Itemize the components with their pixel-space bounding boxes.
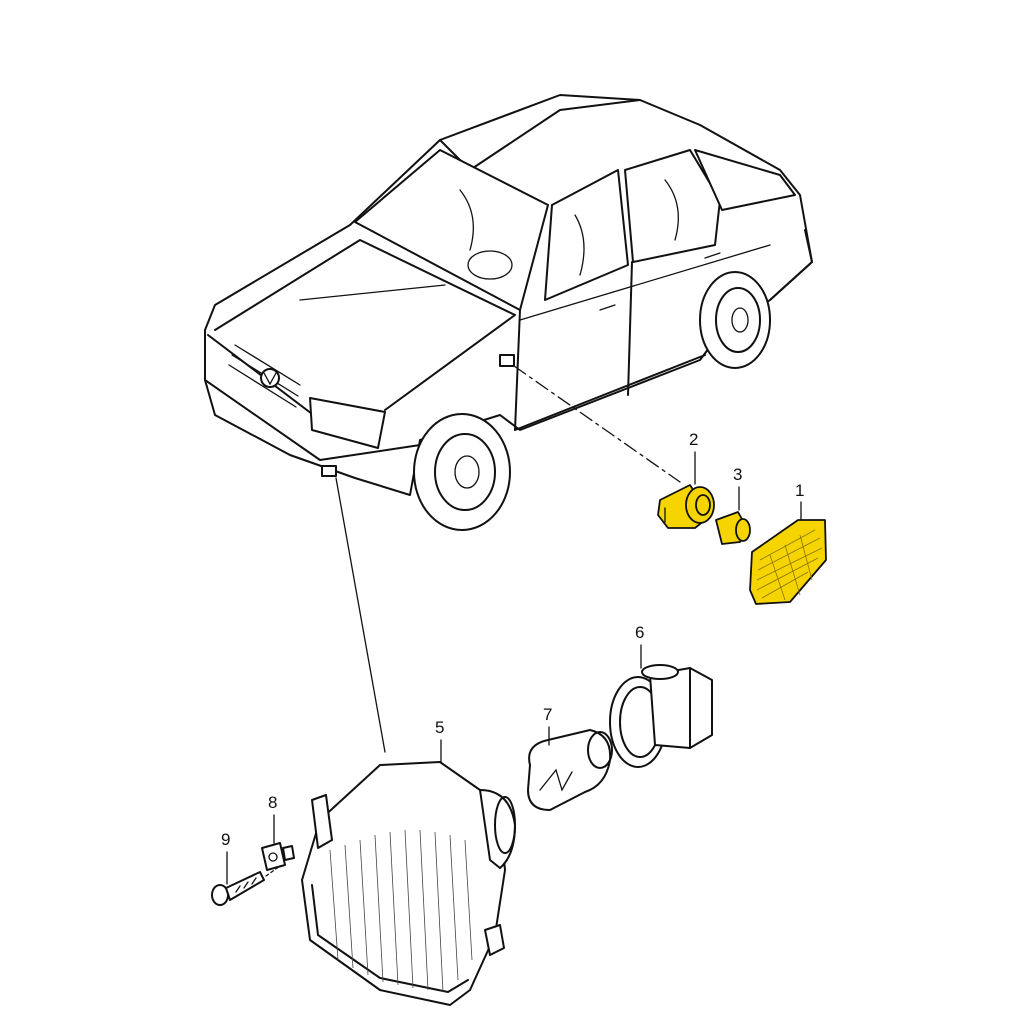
callout-label: 8 [268, 793, 277, 812]
part-8-clip-nut[interactable] [261, 842, 295, 871]
callout-6[interactable]: 6 [635, 623, 644, 669]
callout-2[interactable]: 2 [689, 430, 698, 485]
side-marker-location [499, 354, 515, 367]
part-2-lamp-socket[interactable] [657, 484, 715, 529]
callout-label: 3 [733, 465, 742, 484]
callout-label: 6 [635, 623, 644, 642]
callout-label: 7 [543, 705, 552, 724]
rear-wheel [699, 271, 771, 369]
callout-9[interactable]: 9 [221, 830, 230, 885]
car-illustration [204, 94, 813, 531]
callout-label: 9 [221, 830, 230, 849]
callout-1[interactable]: 1 [795, 481, 804, 521]
callout-8[interactable]: 8 [268, 793, 277, 844]
callout-7[interactable]: 7 [543, 705, 552, 746]
callout-3[interactable]: 3 [733, 465, 742, 511]
callout-label: 5 [435, 718, 444, 737]
part-9-screw[interactable] [211, 865, 281, 906]
callout-5[interactable]: 5 [435, 718, 444, 763]
front-wheel [413, 413, 511, 531]
part-6-bulb-socket[interactable] [609, 664, 713, 768]
callout-label: 1 [795, 481, 804, 500]
part-3-bulb[interactable] [715, 511, 751, 545]
part-7-bulb[interactable] [527, 729, 613, 811]
part-5-bumper-lamp[interactable] [301, 761, 516, 1006]
callout-label: 2 [689, 430, 698, 449]
bumper-lamp-location [321, 465, 337, 477]
part-1-side-marker-lens[interactable] [749, 519, 827, 605]
callouts: 1 2 3 6 7 5 8 [221, 430, 804, 885]
leader-lines [335, 365, 681, 753]
